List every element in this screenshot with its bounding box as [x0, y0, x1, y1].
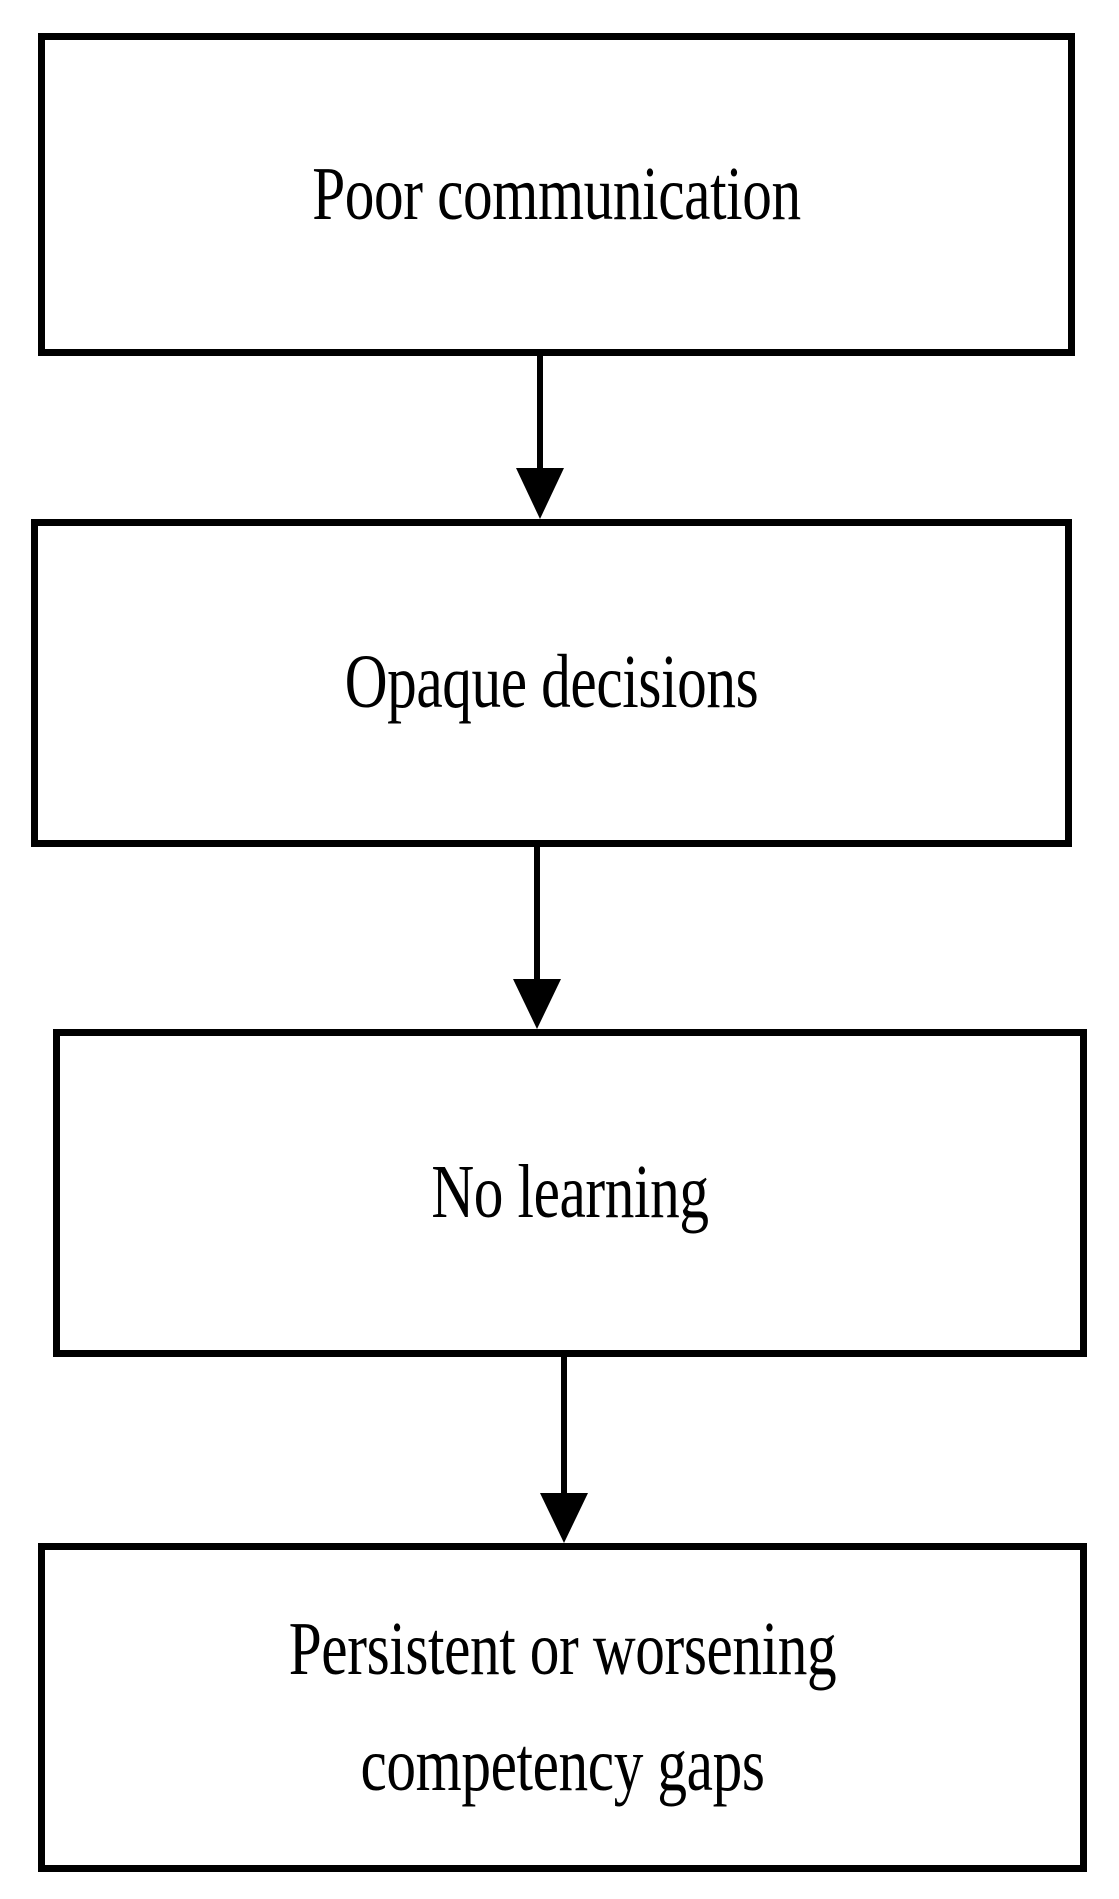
flowchart-edge-1: [516, 352, 564, 523]
node-label: Opaque decisions: [344, 640, 759, 725]
flowchart-node-opaque-decisions[interactable]: Opaque decisions: [31, 519, 1072, 847]
flowchart-edge-3: [540, 1353, 588, 1547]
flowchart-edge-2: [513, 843, 561, 1033]
node-label: No learning: [431, 1150, 709, 1235]
node-label: Poor communication: [312, 151, 801, 236]
arrow-down-icon: [540, 1353, 588, 1543]
flowchart-node-competency-gaps[interactable]: Persistent or worsening competency gaps: [38, 1543, 1087, 1872]
arrow-down-icon: [516, 352, 564, 519]
node-label: Persistent or worsening competency gaps: [288, 1606, 837, 1807]
flowchart-node-no-learning[interactable]: No learning: [53, 1029, 1087, 1357]
arrow-down-icon: [513, 843, 561, 1029]
flowchart-node-poor-communication[interactable]: Poor communication: [38, 33, 1075, 356]
